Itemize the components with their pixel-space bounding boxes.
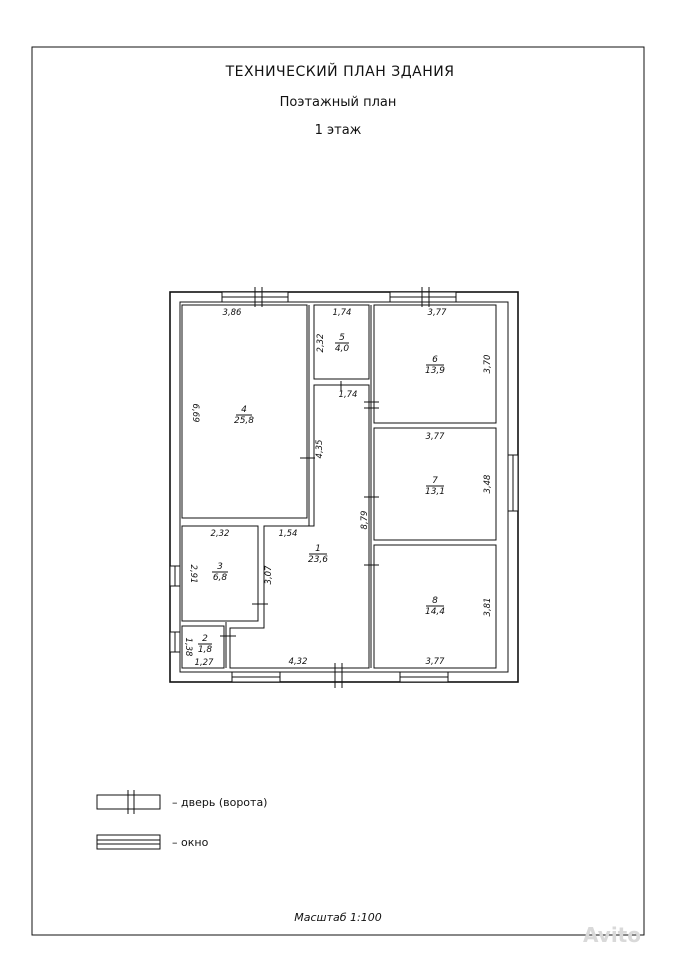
- legend-window-symbol: [96, 834, 161, 850]
- room-8-number: 8: [432, 596, 438, 606]
- dim-r5-height: 2,32: [316, 334, 326, 353]
- room-2-area: 1,8: [198, 645, 213, 655]
- room-4-number: 4: [241, 405, 247, 415]
- room-6-outline: [373, 304, 497, 424]
- dim-r4-height: 6,69: [190, 404, 200, 423]
- dim-r8-width: 3,77: [426, 657, 446, 667]
- room-1-area: 23,6: [308, 555, 328, 565]
- room-1-outline: [229, 384, 370, 669]
- room-5-area: 4,0: [335, 344, 350, 354]
- room-2-outline: [181, 625, 225, 669]
- dimension-labels: 3,86 6,69 1,74 2,32 3,77 3,70 3,77 3,48 …: [183, 308, 493, 668]
- watermark: Avito: [583, 923, 641, 947]
- room-walls: [181, 304, 497, 669]
- room-7-number: 7: [432, 476, 438, 486]
- sheet-frame: [31, 46, 645, 936]
- dim-r1-mid: 1,54: [279, 529, 298, 539]
- dim-r7-width: 3,77: [426, 432, 446, 442]
- dim-r1-h3: 8,79: [360, 511, 370, 530]
- room-2-number: 2: [202, 634, 208, 644]
- doors: [220, 287, 430, 688]
- legend-door-label: – дверь (ворота): [172, 796, 267, 809]
- dim-r1-top: 1,74: [339, 390, 358, 400]
- room-6-area: 13,9: [425, 366, 445, 376]
- plan-subtitle: Поэтажный план: [280, 95, 397, 110]
- room-3-number: 3: [217, 562, 223, 572]
- room-7-outline: [373, 427, 497, 541]
- dim-r1-bottom: 4,32: [289, 657, 308, 667]
- legend: – дверь (ворота) – окно: [96, 790, 267, 850]
- room-6-number: 6: [432, 355, 438, 365]
- room-3-area: 6,8: [213, 573, 228, 583]
- dim-r7-height: 3,48: [483, 474, 493, 494]
- dim-r6-width: 3,77: [428, 308, 448, 318]
- dim-r4-width: 3,86: [223, 308, 243, 318]
- scale-label: Масштаб 1:100: [294, 911, 381, 924]
- dim-r8-height: 3,81: [483, 598, 493, 617]
- room-8-area: 14,4: [425, 607, 445, 617]
- dim-r5-width: 1,74: [333, 308, 352, 318]
- room-4-area: 25,8: [234, 416, 254, 426]
- room-labels: 4 25,8 5 4,0 6 13,9 7 13,1 8 14,4 3 6,8 …: [198, 333, 445, 655]
- dim-r2-width: 1,27: [195, 658, 215, 668]
- dim-r2-height: 1,38: [183, 638, 193, 658]
- room-8-outline: [373, 544, 497, 669]
- dim-r6-height: 3,70: [483, 355, 493, 374]
- room-3-outline: [181, 525, 259, 622]
- dim-r1-h1: 4,35: [315, 440, 325, 459]
- floor-label: 1 этаж: [315, 123, 362, 138]
- room-1-number: 1: [315, 544, 321, 554]
- room-5-number: 5: [339, 333, 345, 343]
- dim-r3-width: 2,32: [211, 529, 230, 539]
- room-4-outline: [181, 304, 308, 519]
- plan-title: ТЕХНИЧЕСКИЙ ПЛАН ЗДАНИЯ: [225, 62, 455, 80]
- room-5-outline: [313, 304, 370, 380]
- dim-r3-height: 2,91: [188, 565, 198, 584]
- legend-window-label: – окно: [172, 836, 209, 849]
- dim-r1-h2: 3,07: [264, 565, 274, 585]
- room-7-area: 13,1: [425, 487, 445, 497]
